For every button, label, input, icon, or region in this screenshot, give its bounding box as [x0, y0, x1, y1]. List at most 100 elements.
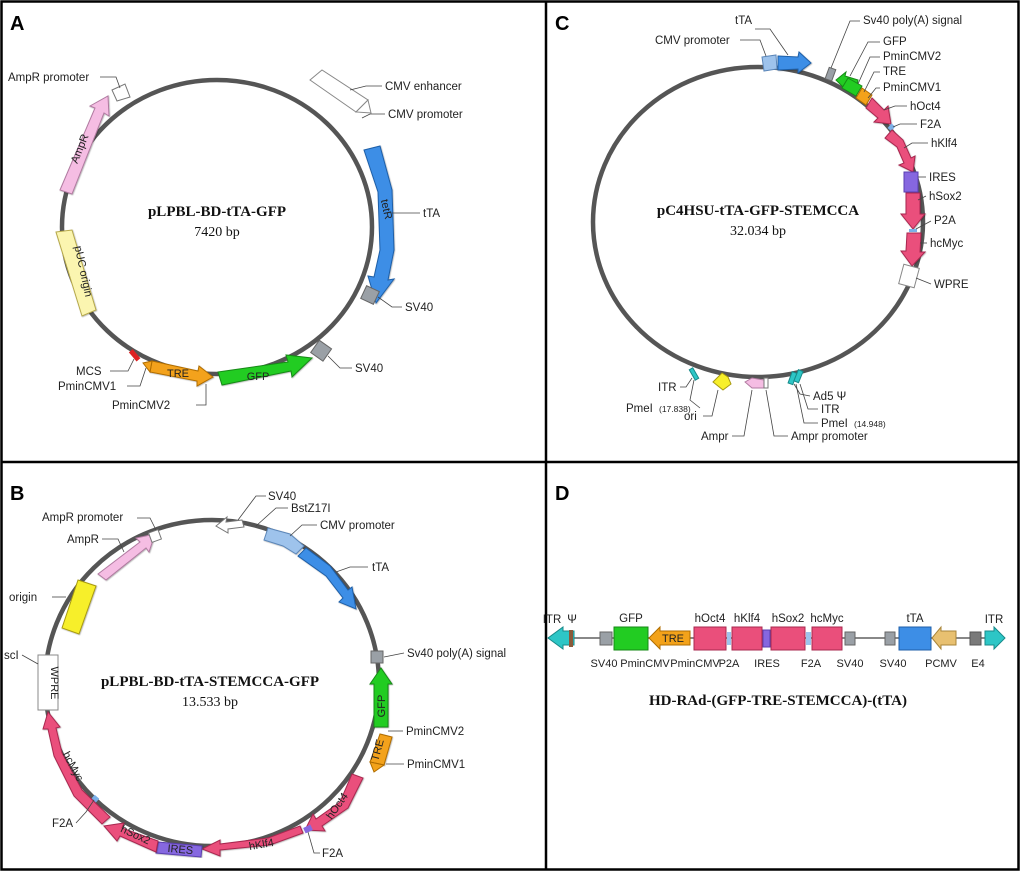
panel-b-label-f2a-right: F2A	[322, 848, 343, 860]
panel-a-ampr-arrow	[59, 95, 110, 195]
panel-a-label-pmincmv1: PminCMV1	[58, 381, 116, 393]
panel-b-label-pmincmv2: PminCMV2	[406, 726, 464, 738]
panel-b-tre-label: TRE	[369, 738, 386, 762]
panel-d-label-hsox2: hSox2	[772, 613, 805, 625]
panel-c-label-pmincmv2: PminCMV2	[883, 51, 941, 63]
panel-b-leader-cmv	[289, 524, 317, 537]
panel-d-e4-box	[969, 631, 982, 646]
panel-c-label-gfp: GFP	[883, 36, 907, 48]
panel-a-label-mcs: MCS	[76, 366, 102, 378]
panel-b-hoct4-arrow	[304, 773, 364, 832]
panel-b-tta-arrow	[297, 547, 357, 610]
panel-c-leader-f2a	[892, 123, 917, 128]
panel-a-leader-mcs	[110, 358, 135, 372]
panel-c-leader-pmincmv2	[857, 56, 880, 85]
panel-c-label-ires: IRES	[929, 172, 956, 184]
panel-d-letter: D	[555, 483, 569, 505]
panel-b-label-sv40-polya: Sv40 poly(A) signal	[407, 648, 506, 660]
panel-c-itr-right-mark	[793, 369, 804, 384]
panel-c-label-pmei-left: PmeI	[626, 403, 653, 415]
panel-d-p2a-mark	[727, 632, 731, 645]
panel-d-sv40-3-box	[884, 631, 896, 646]
panel-d-title: HD-RAd-(GFP-TRE-STEMCCA)-(tTA)	[649, 693, 907, 709]
panel-b-leader-tta	[335, 566, 368, 573]
panel-c-backbone	[590, 64, 926, 380]
panel-a-label-ampr-promoter: AmpR promoter	[8, 72, 89, 84]
panel-c-label-pmincmv1: PminCMV1	[883, 82, 941, 94]
panel-a-pmincmv1-arrow	[142, 360, 153, 374]
panel-a-label-tta: tTA	[423, 208, 440, 220]
panel-a-cmv-enhancer-arrow	[309, 69, 369, 113]
panel-d-hoct4-box	[693, 626, 727, 651]
panel-c-label-ampr-promoter: Ampr promoter	[791, 431, 868, 443]
panel-b-leader-bstz	[255, 507, 288, 527]
panel-c-leader-ampr-promoter	[765, 389, 788, 437]
panel-a-leader-cmv-promoter	[361, 113, 385, 119]
panel-b-label-ampr: AmpR	[67, 534, 99, 546]
panel-d-hklf4-box	[731, 626, 763, 651]
panel-c-label-wpre: WPRE	[934, 279, 969, 291]
panel-b-label-cmv-promoter: CMV promoter	[320, 520, 395, 532]
panel-c-cmv-promoter-box	[761, 54, 778, 72]
panel-c-label-tta: tTA	[735, 15, 752, 27]
panel-d-label-hcmyc: hcMyc	[810, 613, 843, 625]
panel-b-leader-f2a-left	[75, 799, 95, 824]
panel-b-ires-label: IRES	[167, 843, 194, 857]
panel-c-f2a-mark	[887, 123, 896, 132]
panel-b-gfp-label: GFP	[376, 695, 388, 718]
panel-a-gfp-arrow	[217, 354, 314, 386]
panel-d-label-pmincmv-1: PminCMV	[620, 658, 670, 670]
panel-d-gfp-box	[613, 626, 649, 651]
panel-c-leader-wpre	[915, 277, 932, 285]
panel-c-label-hklf4: hKlf4	[931, 138, 958, 150]
panel-d-tre-arrow	[648, 625, 691, 651]
panel-b-ampr-promoter-box	[147, 528, 163, 544]
panel-c-label-hoct4: hOct4	[910, 101, 941, 113]
panel-d-ires-box	[762, 629, 771, 648]
panel-b-leader-ampr-promoter	[137, 517, 157, 531]
panel-c-leader-pmincmv1	[867, 87, 880, 99]
panel-b-ampr-arrow	[97, 533, 156, 581]
panel-b-label-sv40: SV40	[268, 491, 296, 503]
panel-c-label-pmei-left-num: (17.838)	[659, 404, 691, 414]
panel-a-leader-sv40-1	[377, 296, 402, 308]
panel-c-leader-tta	[755, 28, 789, 56]
panel-a-label-cmv-enhancer: CMV enhancer	[385, 81, 462, 93]
panel-c-leader-hklf4	[903, 142, 928, 149]
panel-a-tetr-arrow	[363, 145, 396, 305]
panel-c-label-p2a: P2A	[934, 215, 956, 227]
panel-b-leader-sv40	[237, 495, 266, 521]
panel-d-label-sv40-3: SV40	[880, 658, 907, 670]
panel-c-tre-box	[855, 87, 873, 106]
panel-c-leader-sv40	[830, 20, 860, 69]
panel-a-sv40-box-1	[360, 285, 380, 305]
panel-d-label-hoct4: hOct4	[695, 613, 726, 625]
panel-c-label-ad5: Ad5 Ψ	[813, 391, 846, 403]
panel-b-leader-ampr	[102, 538, 125, 553]
panel-d-label-e4: E4	[971, 658, 984, 670]
panel-c-label-f2a: F2A	[920, 119, 941, 131]
panel-a-size: 7420 bp	[194, 225, 240, 240]
panel-b-wpre-box	[37, 654, 59, 711]
panel-c-label-tre: TRE	[883, 66, 906, 78]
panel-c: pC4HSU-tTA-GFP-STEMCCA 32.034 bp tTA Sv4…	[590, 15, 969, 443]
panel-d-label-pmincmv-2: PminCMV	[670, 658, 720, 670]
panel-b: GFP TRE hOct4 hKlf4 IRES hSox2 hcMyc WPR…	[4, 491, 506, 860]
panel-c-leader-pmei-right	[795, 383, 818, 424]
panel-b-sv40-polya-box	[370, 650, 384, 664]
panel-c-label-ori: ori	[684, 411, 697, 423]
panel-c-label-hcmyc: hcMyc	[930, 238, 963, 250]
panel-d-label-sv40-1: SV40	[591, 658, 618, 670]
panel-c-itr-left-mark	[688, 367, 700, 381]
panel-c-leader-ampr	[732, 389, 753, 437]
panel-b-hsox2-arrow	[103, 822, 159, 853]
panel-c-leader-ori	[703, 389, 719, 417]
panel-c-size: 32.034 bp	[730, 224, 786, 239]
panel-a-tetr-label: tetR	[378, 198, 394, 220]
panel-a-leader-ampr-promoter	[100, 76, 121, 89]
panel-a-gfp-label: GFP	[247, 371, 270, 383]
panel-a-label-sv40-1: SV40	[405, 302, 433, 314]
panel-c-label-pmei-right-num: (14.948)	[854, 419, 886, 429]
panel-b-title: pLPBL-BD-tTA-STEMCCA-GFP	[101, 674, 319, 690]
